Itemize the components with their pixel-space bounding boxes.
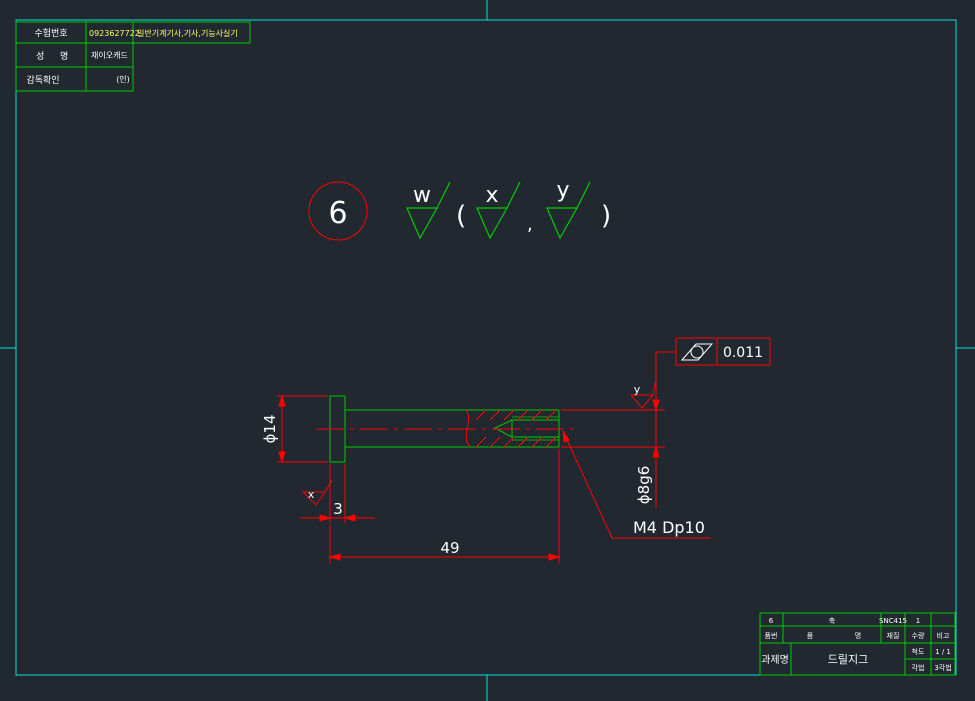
dim-thread-note: M4 Dp10	[633, 518, 705, 537]
supervisor-label: 감독확인	[26, 74, 59, 86]
dim-diameter-head: ϕ14	[261, 415, 279, 444]
tolerance-frame: 0.011	[675, 337, 771, 366]
surface-mark-y-label: y	[634, 383, 641, 396]
title-block: 6 축 SNC415 1 품번 품 명 재질 수량 비고 과제명 드릴지그 척도…	[759, 612, 956, 676]
tb-header-name-2: 명	[855, 631, 861, 640]
tb-row-qty: 1	[916, 617, 920, 625]
tb-header-material: 재질	[887, 632, 900, 640]
tb-row-name: 축	[829, 616, 836, 625]
tb-projection-label: 각법	[912, 663, 925, 672]
part-drawing	[316, 395, 575, 463]
tb-header-part-no: 품번	[765, 631, 778, 640]
exam-number-value: 0923627722	[89, 29, 140, 38]
surface-mark-x-icon	[301, 479, 333, 506]
supervisor-value: (인)	[116, 74, 130, 84]
roughness-symbol-w-icon	[406, 181, 451, 240]
tb-header-name-1: 품	[807, 632, 814, 640]
tb-row-material: SNC415	[879, 617, 907, 625]
section-hatch	[475, 409, 557, 448]
dim-length: 49	[440, 539, 459, 557]
item-balloon	[308, 181, 368, 241]
roughness-x-label: x	[485, 183, 498, 208]
dim-diameter-shaft: ϕ8g6	[635, 466, 653, 505]
tb-projection-value: 3각법	[934, 663, 951, 672]
tb-project-label: 과제명	[761, 654, 789, 666]
roughness-close-paren: )	[601, 201, 611, 231]
exam-title: 일반기계기사,기사,기능사실기	[137, 28, 238, 38]
tb-scale-value: 1 / 1	[935, 648, 951, 656]
info-block: 수험번호 0923627722 일반기계기사,기사,기능사실기 성 명 재이오캐…	[15, 21, 251, 92]
roughness-open-paren: (	[456, 201, 466, 231]
item-number: 6	[328, 196, 347, 231]
roughness-symbol-y-icon	[546, 181, 591, 240]
tb-header-qty: 수량	[912, 632, 925, 640]
dimensions	[277, 351, 710, 564]
name-value: 재이오캐드	[91, 50, 128, 60]
surface-mark-y-icon	[629, 379, 657, 409]
roughness-w-label: w	[413, 183, 431, 208]
roughness-y-label: y	[556, 178, 569, 203]
tapped-hole	[493, 419, 559, 438]
roughness-comma: ,	[527, 214, 533, 235]
surface-mark-x-label: x	[308, 488, 315, 501]
tolerance-value: 0.011	[723, 345, 763, 361]
roughness-symbol-x-icon	[476, 181, 521, 240]
tb-row-no: 6	[769, 617, 774, 625]
exam-number-label: 수험번호	[34, 28, 67, 39]
tb-header-note: 비고	[937, 631, 950, 640]
name-label-2: 명	[60, 51, 68, 62]
tb-project-name: 드릴지그	[828, 653, 868, 666]
roughness-note: 6 w ( x , y )	[308, 178, 611, 241]
dim-head-thickness: 3	[333, 500, 343, 518]
name-label-1: 성	[36, 51, 44, 62]
tb-scale-label: 척도	[912, 648, 925, 656]
